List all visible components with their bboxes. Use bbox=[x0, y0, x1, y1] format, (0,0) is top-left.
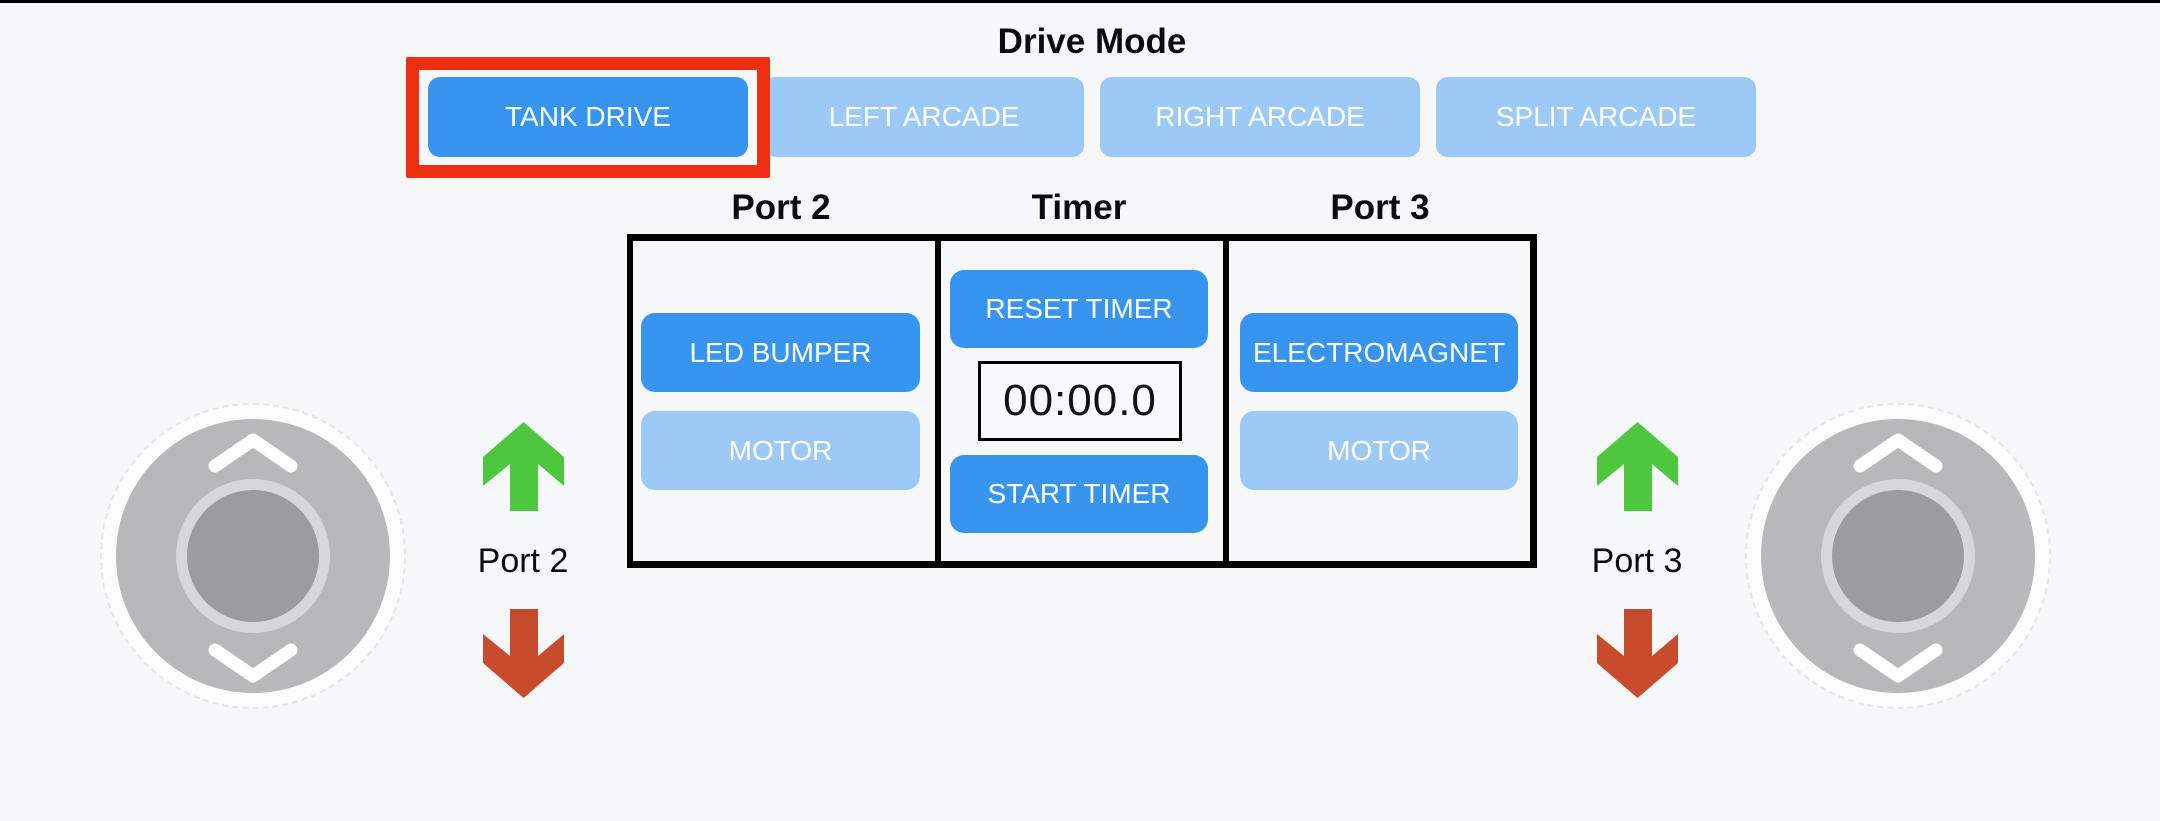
left-joystick[interactable] bbox=[100, 403, 406, 709]
control-table bbox=[627, 234, 1537, 568]
top-border-bar bbox=[0, 0, 2160, 3]
column-divider bbox=[1223, 241, 1229, 561]
right-arcade-button[interactable]: RIGHT ARCADE bbox=[1100, 77, 1420, 157]
column-divider bbox=[935, 241, 941, 561]
motor-button-port3[interactable]: MOTOR bbox=[1240, 411, 1518, 490]
chevron-up-icon bbox=[1853, 433, 1943, 473]
chevron-down-icon bbox=[208, 643, 298, 683]
led-bumper-button[interactable]: LED BUMPER bbox=[641, 313, 920, 392]
reset-timer-button[interactable]: RESET TIMER bbox=[950, 270, 1208, 348]
joystick-knob[interactable] bbox=[1832, 490, 1964, 622]
right-joystick[interactable] bbox=[1745, 403, 2051, 709]
green-up-arrow-icon bbox=[483, 422, 564, 511]
timer-display: 00:00.0 bbox=[978, 361, 1182, 441]
chevron-up-icon bbox=[208, 433, 298, 473]
timer-header: Timer bbox=[1031, 188, 1127, 227]
split-arcade-button[interactable]: SPLIT ARCADE bbox=[1436, 77, 1756, 157]
port3-header: Port 3 bbox=[1330, 188, 1430, 227]
electromagnet-button[interactable]: ELECTROMAGNET bbox=[1240, 313, 1518, 392]
red-down-arrow-icon bbox=[1597, 609, 1678, 698]
chevron-down-icon bbox=[1853, 643, 1943, 683]
tank-drive-button[interactable]: TANK DRIVE bbox=[428, 77, 748, 157]
green-up-arrow-icon bbox=[1597, 422, 1678, 511]
port2-label: Port 2 bbox=[477, 542, 569, 580]
red-down-arrow-icon bbox=[483, 609, 564, 698]
start-timer-button[interactable]: START TIMER bbox=[950, 455, 1208, 533]
joystick-knob[interactable] bbox=[187, 490, 319, 622]
port3-label: Port 3 bbox=[1591, 542, 1683, 580]
drive-mode-title: Drive Mode bbox=[997, 22, 1187, 61]
port3-column bbox=[1229, 241, 1530, 561]
port2-header: Port 2 bbox=[731, 188, 831, 227]
port2-column bbox=[633, 241, 935, 561]
left-arcade-button[interactable]: LEFT ARCADE bbox=[764, 77, 1084, 157]
motor-button-port2[interactable]: MOTOR bbox=[641, 411, 920, 490]
